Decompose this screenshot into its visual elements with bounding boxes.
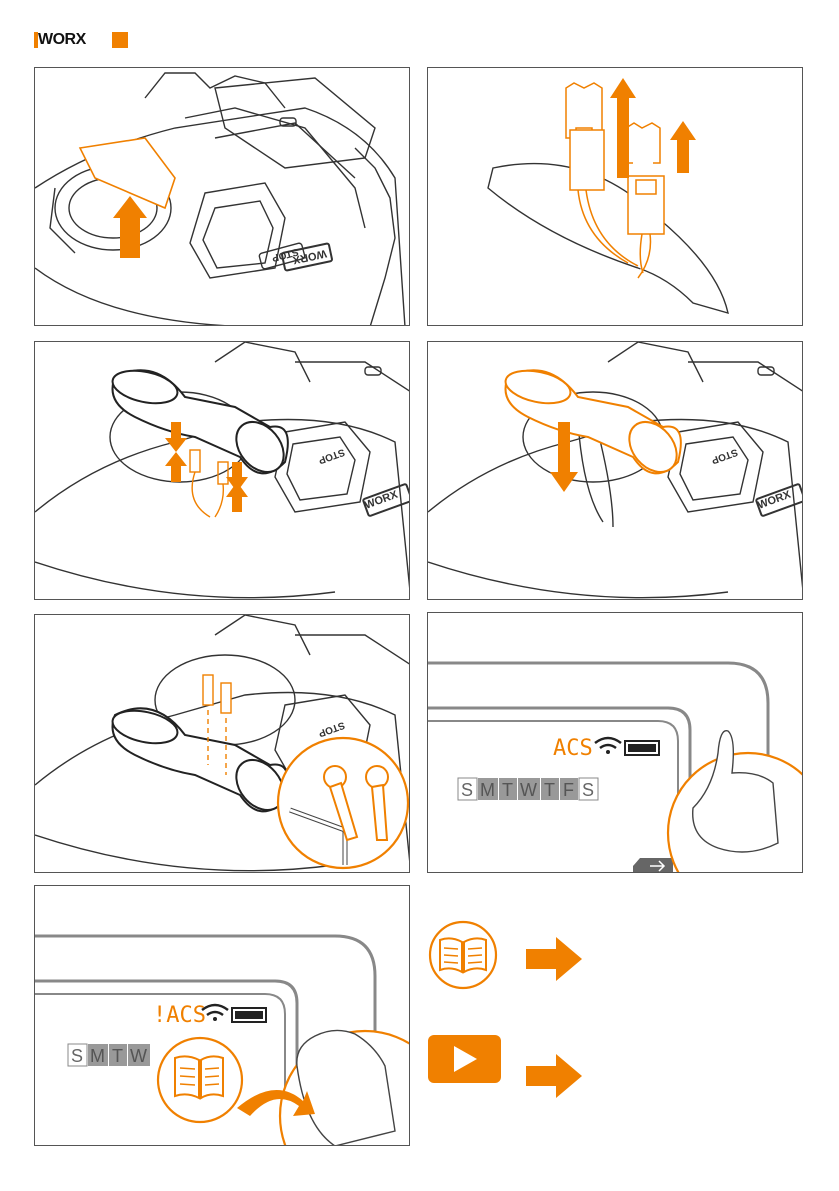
mower-top-illustration: STOP WORX	[35, 68, 410, 326]
plug-top-right	[626, 123, 660, 163]
day-sat: S	[582, 780, 594, 800]
acs-status-label: ACS	[553, 736, 593, 761]
open-book-icon	[175, 1056, 223, 1098]
step-panel-lift-cover: STOP WORX	[34, 67, 410, 326]
step-panel-remove-handle: STOP WORX	[34, 341, 410, 600]
logo-right-block	[112, 32, 128, 48]
up-arrow-icon-2	[670, 121, 696, 173]
screws-illustration: STOP	[35, 615, 410, 873]
step-panel-fasten-screws: STOP	[34, 614, 410, 873]
manual-link[interactable]	[427, 920, 499, 990]
thumbs-up-hand	[693, 731, 778, 852]
handle-removal-illustration: STOP WORX	[35, 342, 410, 600]
stop-label: STOP	[317, 446, 346, 466]
day-fri: F	[563, 780, 574, 800]
day-wed: W	[130, 1046, 147, 1066]
video-link[interactable]	[427, 1034, 502, 1084]
step-panel-screen-acs-error: !ACS S M T W	[34, 885, 410, 1146]
right-arrow-icon	[526, 937, 582, 981]
screen-error-illustration: !ACS S M T W	[35, 886, 410, 1146]
play-icon	[427, 1034, 502, 1084]
up-arrow-icon	[113, 196, 147, 258]
day-selector: S M T W T F S	[458, 778, 598, 800]
step-panel-screen-acs: ACS S M T W T F S	[427, 612, 803, 873]
stop-label: STOP	[710, 446, 739, 466]
up-arrow-icon	[165, 452, 187, 482]
day-selector: S M T W	[68, 1044, 150, 1066]
stop-label: STOP	[317, 719, 346, 739]
wifi-icon	[595, 738, 621, 748]
acs-error-label: !ACS	[153, 1003, 206, 1028]
right-arrow-icon-2	[526, 1054, 582, 1098]
day-sun: S	[461, 780, 473, 800]
day-thu: T	[544, 780, 555, 800]
day-sun: S	[71, 1046, 83, 1066]
handle-install-illustration: STOP WORX	[428, 342, 803, 600]
day-mon: M	[480, 780, 495, 800]
day-wed: W	[520, 780, 537, 800]
screen-illustration: ACS S M T W T F S	[428, 613, 803, 873]
step-panel-disconnect-plugs	[427, 67, 803, 326]
logo-text: WORX	[38, 31, 86, 49]
step-panel-install-handle: STOP WORX	[427, 341, 803, 600]
lid-cover-flap	[80, 138, 175, 208]
connector-illustration	[428, 68, 803, 326]
up-arrow-icon-2	[226, 482, 248, 512]
open-book-icon	[427, 920, 499, 990]
worx-logo: WORX	[34, 32, 128, 48]
day-tue: T	[502, 780, 513, 800]
day-mon: M	[90, 1046, 105, 1066]
socket-left	[570, 130, 604, 190]
day-tue: T	[112, 1046, 123, 1066]
